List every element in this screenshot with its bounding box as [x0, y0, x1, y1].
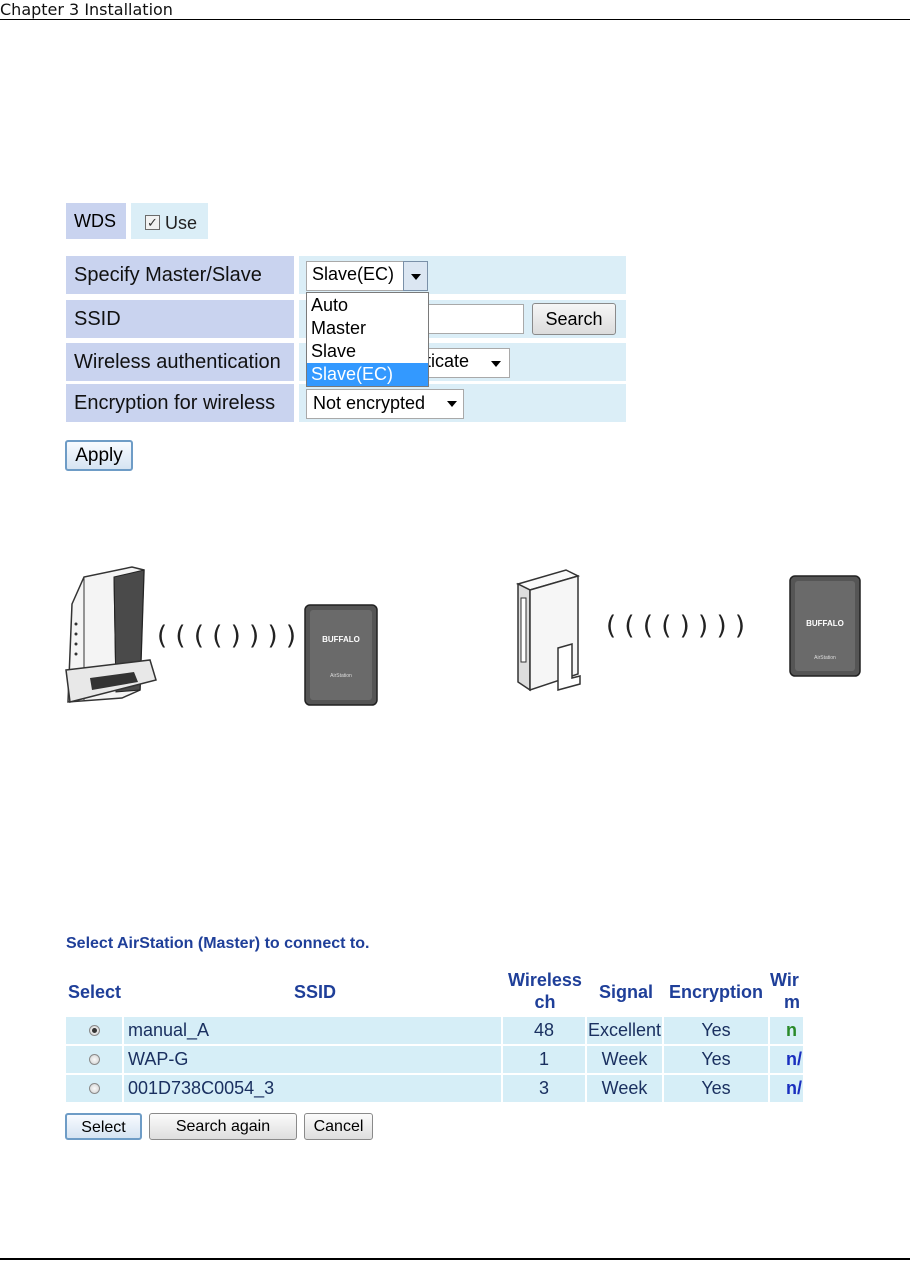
select-button[interactable]: Select: [65, 1113, 142, 1140]
dropdown-option-auto[interactable]: Auto: [311, 295, 349, 315]
pc-to-airstation-illustration: ( ( ( ( ) ) ) ) BUFFALO AirStation: [515, 569, 861, 692]
row-signal: Excellent: [587, 1020, 662, 1040]
row-mode: n/: [786, 1049, 802, 1069]
header-select: Select: [68, 982, 122, 1002]
select-master-title: Select AirStation (Master) to connect to…: [66, 935, 370, 952]
row-mode: n/: [786, 1078, 802, 1098]
row-encryption: Yes: [701, 1020, 731, 1040]
row-mode: n: [786, 1020, 797, 1040]
encryption-label: Encryption for wireless: [66, 384, 294, 422]
search-again-button[interactable]: Search again: [149, 1113, 297, 1140]
cancel-button[interactable]: Cancel: [304, 1113, 373, 1140]
search-button[interactable]: Search: [532, 303, 616, 335]
brand-text-right: BUFFALO: [806, 619, 844, 628]
header-wireless-ch-line2: ch: [534, 992, 556, 1012]
waves-right-text: ( ( ( ( ) ) ) ): [606, 611, 745, 641]
row-radio[interactable]: [89, 1054, 100, 1065]
table-row[interactable]: WAP-G 1 Week Yes n/: [66, 1046, 803, 1073]
wireless-auth-select-value: ticate: [426, 351, 470, 371]
wds-use-checkbox[interactable]: ✓: [145, 215, 160, 230]
airstation-device-icon: BUFFALO AirStation: [304, 604, 378, 706]
chevron-down-icon: [491, 361, 501, 367]
row-channel: 1: [538, 1049, 549, 1069]
master-slave-dropdown-button[interactable]: [403, 261, 428, 291]
dropdown-option-slave[interactable]: Slave: [311, 341, 357, 361]
row-ssid: manual_A: [128, 1020, 210, 1040]
apply-button[interactable]: Apply: [65, 440, 133, 471]
footer-rule: [0, 1258, 910, 1260]
header-encryption: Encryption: [668, 982, 763, 1002]
wds-cell: [131, 203, 208, 239]
waves-left-text: ( ( ( ( ) ) ) ): [157, 621, 296, 651]
encryption-select-value: Not encrypted: [313, 393, 426, 413]
header-rule: [0, 19, 910, 20]
row-channel: 3: [538, 1078, 549, 1098]
wds-use-label: Use: [165, 213, 198, 233]
header-wireless-ch-line1: Wireless: [508, 970, 582, 990]
table-row[interactable]: manual_A 48 Excellent Yes n: [66, 1017, 803, 1044]
ssid-input[interactable]: [428, 304, 524, 334]
airstation-device-icon: BUFFALO AirStation: [789, 575, 861, 677]
router-icon: [65, 566, 157, 703]
dropdown-option-master[interactable]: Master: [311, 318, 367, 338]
row-encryption: Yes: [701, 1049, 731, 1069]
row-signal: Week: [601, 1078, 648, 1098]
encryption-select[interactable]: [306, 389, 464, 419]
chevron-down-icon: [447, 401, 457, 407]
header-wireless-mode-line2: m: [784, 992, 801, 1012]
header-wireless-mode-line1: Wir: [770, 970, 799, 990]
device-text-left: AirStation: [330, 673, 352, 679]
row-radio[interactable]: [89, 1025, 100, 1036]
master-slave-label: Specify Master/Slave: [66, 256, 294, 294]
row-encryption: Yes: [701, 1078, 731, 1098]
brand-text-left: BUFFALO: [322, 635, 360, 644]
wireless-auth-label: Wireless authentication: [66, 343, 294, 381]
row-ssid: WAP-G: [128, 1049, 189, 1069]
router-to-airstation-illustration: ( ( ( ( ) ) ) ) BUFFALO AirStation: [65, 566, 378, 706]
row-ssid: 001D738C0054_3: [128, 1078, 275, 1098]
device-text-right: AirStation: [814, 655, 836, 661]
table-row[interactable]: 001D738C0054_3 3 Week Yes n/: [66, 1075, 803, 1102]
dropdown-option-slave-ec[interactable]: Slave(EC): [307, 363, 428, 386]
master-slave-select-value: Slave(EC): [312, 264, 395, 284]
header-ssid: SSID: [293, 982, 336, 1002]
chevron-down-icon: [411, 274, 421, 280]
row-signal: Week: [601, 1049, 648, 1069]
pc-tower-icon: [515, 569, 581, 692]
page-header-chapter: Chapter 3 Installation: [0, 0, 173, 19]
header-signal: Signal: [598, 982, 653, 1002]
ssid-label: SSID: [66, 300, 294, 338]
row-radio[interactable]: [89, 1083, 100, 1094]
wds-label: WDS: [66, 203, 126, 239]
row-channel: 48: [533, 1020, 555, 1040]
